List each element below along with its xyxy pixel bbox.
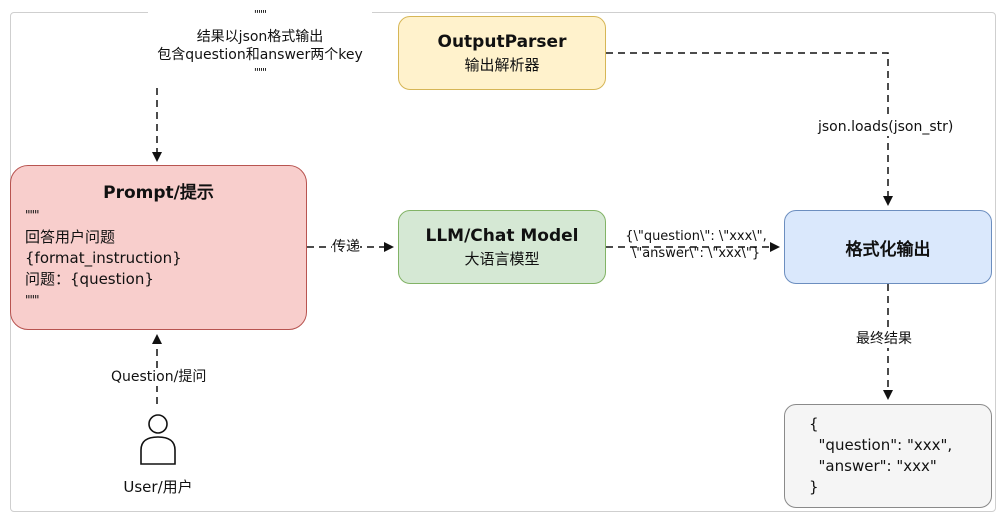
prompt-node: Prompt/提示 """ 回答用户问题 {format_instruction… (10, 165, 307, 330)
final-result-line: } (809, 478, 819, 496)
edge-label-transfer: 传递 (332, 238, 360, 256)
prompt-body: """ 回答用户问题 {format_instruction} 问题：{ques… (11, 209, 306, 306)
formatted-output-node: 格式化输出 (784, 210, 992, 284)
user-label: User/用户 (123, 478, 193, 496)
llm-node: LLM/Chat Model 大语言模型 (398, 210, 606, 284)
final-result-node: { "question": "xxx", "answer": "xxx" } (784, 404, 992, 508)
llm-subtitle: 大语言模型 (464, 250, 540, 268)
llm-title: LLM/Chat Model (425, 226, 579, 246)
edge-label-json-string: {\"question\": \"xxx\", \"answer\": \"xx… (616, 228, 776, 262)
final-result-line: "answer": "xxx" (809, 457, 937, 475)
formatted-output-title: 格式化输出 (845, 239, 931, 260)
prompt-title: Prompt/提示 (103, 183, 214, 203)
note-line-1: 结果以json格式输出 (196, 29, 324, 45)
output-parser-node: OutputParser 输出解析器 (398, 16, 606, 90)
prompt-line-1: 回答用户问题 (25, 228, 116, 246)
note-quote-open: """ (253, 8, 267, 21)
final-result-line: "question": "xxx", (809, 436, 953, 454)
output-format-note: """ 结果以json格式输出 包含question和answer两个key "… (148, 8, 372, 84)
prompt-line-3: 问题：{question} (25, 270, 154, 288)
prompt-quote-open: """ (25, 208, 40, 222)
final-result-line: { (809, 415, 819, 433)
edge-label-final-result: 最终结果 (856, 330, 912, 348)
edge-label-json-loads: json.loads(json_str) (818, 118, 954, 136)
output-parser-subtitle: 输出解析器 (464, 56, 540, 74)
output-parser-title: OutputParser (437, 32, 567, 52)
note-quote-close: """ (253, 66, 267, 79)
prompt-line-2: {format_instruction} (25, 249, 182, 267)
json-string-line-1: {\"question\": \"xxx\", (625, 229, 767, 244)
prompt-quote-close: """ (25, 293, 40, 307)
user-icon (140, 414, 176, 465)
json-string-line-2: \"answer\": \"xxx\"} (631, 246, 761, 261)
note-line-2: 包含question和answer两个key (157, 47, 363, 63)
edge-label-question: Question/提问 (111, 368, 207, 386)
